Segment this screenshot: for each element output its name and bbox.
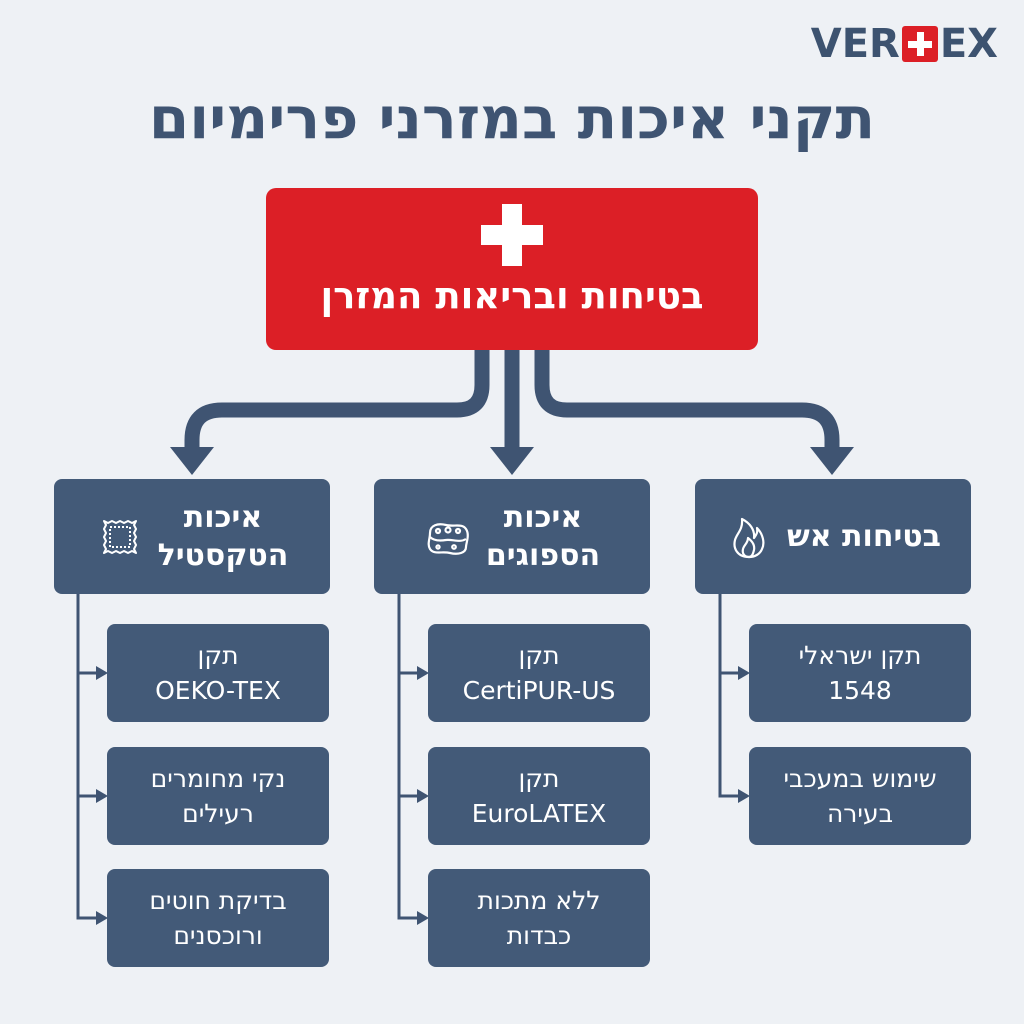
main-category-box: בטיחות ובריאות המזרן <box>266 188 758 350</box>
branch-arrow <box>738 789 750 803</box>
category-label-line1: בטיחות אש <box>787 518 941 554</box>
branch-arrow <box>738 666 750 680</box>
category-sponge-quality: איכות הספוגים <box>374 479 650 594</box>
category-label: איכות הספוגים <box>486 499 600 574</box>
item-line2: 1548 <box>828 676 892 705</box>
item-line2: ורוכסנים <box>173 921 263 950</box>
spine-fire <box>718 594 742 798</box>
branch-arrow <box>96 666 108 680</box>
sponge-icon <box>427 522 469 555</box>
category-label-line2: הספוגים <box>485 537 601 573</box>
standard-item-eurolatex: תקן EuroLATEX <box>428 747 650 845</box>
arrowhead-sponge <box>490 447 534 475</box>
item-line2: OEKO-TEX <box>155 676 281 705</box>
item-line1: נקי מחומרים <box>150 764 286 793</box>
arrowhead-fire <box>810 447 854 475</box>
standard-item-thread-zipper-check: בדיקת חוטים ורוכסנים <box>107 869 329 967</box>
logo-text-right: EX <box>939 21 998 67</box>
item-line1: ללא מתכות <box>477 886 601 915</box>
medical-cross-icon <box>481 204 543 266</box>
item-line2: EuroLATEX <box>471 799 607 828</box>
flame-icon <box>733 517 765 558</box>
connector-to-fire <box>534 350 840 452</box>
branch-arrow <box>417 789 429 803</box>
item-line1: שימוש במעכבי <box>783 764 937 793</box>
connector-to-textile <box>184 350 490 452</box>
category-textile-quality: איכות הטקסטיל <box>54 479 330 594</box>
spine-textile <box>76 594 100 920</box>
branch-arrow <box>417 666 429 680</box>
category-label-line2: הטקסטיל <box>157 537 289 573</box>
standard-item-oeko-tex: תקן OEKO-TEX <box>107 624 329 722</box>
standard-item-non-toxic: נקי מחומרים רעילים <box>107 747 329 845</box>
branch-arrow <box>96 911 108 925</box>
item-line1: בדיקת חוטים <box>149 886 287 915</box>
item-line2: בעירה <box>826 799 894 828</box>
arrowhead-textile <box>170 447 214 475</box>
standard-item-certipur: תקן CertiPUR-US <box>428 624 650 722</box>
standard-item-israeli-1548: תקן ישראלי 1548 <box>749 624 971 722</box>
category-label: איכות הטקסטיל <box>158 499 289 574</box>
branch-arrow <box>96 789 108 803</box>
fabric-swatch-icon <box>102 519 137 554</box>
category-label-line1: איכות <box>503 500 583 535</box>
item-line1: תקן ישראלי <box>798 641 922 670</box>
item-line1: תקן <box>197 641 239 670</box>
standard-item-flame-retardants: שימוש במעכבי בעירה <box>749 747 971 845</box>
item-line1: תקן <box>518 764 560 793</box>
item-line2: CertiPUR-US <box>462 676 616 705</box>
spine-sponge <box>397 594 421 920</box>
item-line1: תקן <box>518 641 560 670</box>
category-fire-safety: בטיחות אש <box>695 479 971 594</box>
item-line2: כבדות <box>506 921 572 950</box>
category-label: בטיחות אש <box>787 518 941 556</box>
category-label-line1: איכות <box>183 500 263 535</box>
standard-item-no-heavy-metals: ללא מתכות כבדות <box>428 869 650 967</box>
logo-cross-icon <box>901 26 938 62</box>
main-category-label: בטיחות ובריאות המזרן <box>320 274 704 317</box>
brand-logo: VER EX <box>810 21 998 67</box>
branch-arrow <box>417 911 429 925</box>
item-line2: רעילים <box>182 799 254 828</box>
logo-text-left: VER <box>810 21 900 67</box>
page-title: תקני איכות במזרני פרימיום <box>148 84 876 152</box>
